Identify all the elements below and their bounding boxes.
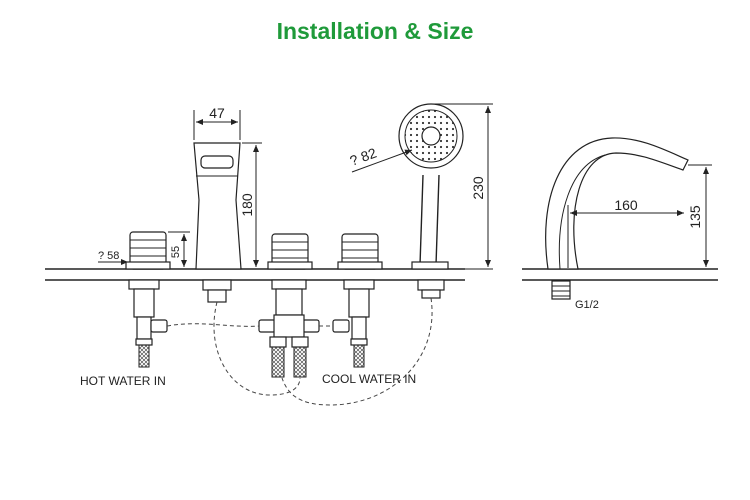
hand-shower — [398, 103, 464, 270]
valve-height-label: 55 — [170, 246, 182, 258]
handshower-connector — [417, 279, 445, 299]
dim-spout-width: 47 — [193, 105, 241, 140]
mix-valve-handle — [267, 233, 313, 270]
cool-valve-handle — [337, 233, 383, 270]
spout-height-label: 180 — [239, 193, 255, 217]
page-title: Installation & Size — [276, 18, 474, 44]
dim-handshower-height: 230 — [432, 103, 493, 270]
deck-surface-front — [45, 268, 465, 281]
spout-width-label: 47 — [209, 105, 225, 121]
deck-surface-side — [522, 268, 718, 281]
handshower-diameter-label: ? 82 — [348, 144, 379, 168]
side-height-label: 135 — [687, 205, 703, 229]
bath-spout — [193, 142, 242, 270]
spout-connector — [202, 279, 232, 303]
hot-valve-handle — [125, 231, 171, 270]
cool-water-label: COOL WATER IN — [322, 372, 416, 386]
dim-valve-height: 55 — [168, 231, 190, 267]
hot-water-label: HOT WATER IN — [80, 374, 166, 388]
connection-hoses — [166, 297, 433, 406]
dim-valve-diameter: ? 58 — [98, 250, 128, 265]
valve-diameter-label: ? 58 — [98, 250, 119, 262]
side-view-spout — [545, 137, 689, 300]
dim-spout-height: 180 — [239, 142, 262, 267]
hot-supply-valve — [128, 279, 168, 368]
thread-label: G1/2 — [575, 299, 599, 311]
side-reach-label: 160 — [614, 197, 638, 213]
dim-side-height: 135 — [687, 164, 712, 267]
handshower-height-label: 230 — [470, 176, 486, 200]
dim-side-reach: 160 — [567, 197, 684, 268]
mix-supply-valve — [258, 279, 320, 378]
cool-supply-valve — [332, 279, 375, 368]
